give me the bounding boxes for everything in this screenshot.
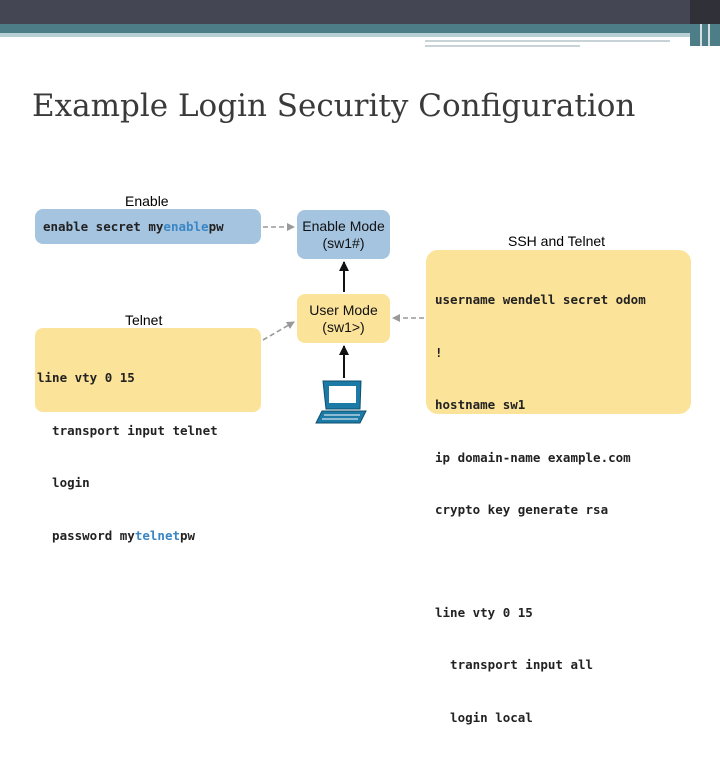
diagram-connectors xyxy=(262,223,424,424)
pw-prefix: password my xyxy=(37,527,135,543)
header-accent-corner xyxy=(690,24,720,46)
header-deco-vline xyxy=(708,24,710,46)
code-line xyxy=(435,554,646,569)
enable-mode-title: Enable Mode xyxy=(302,217,385,234)
code-line: transport input all xyxy=(435,657,594,672)
enable-mode-prompt: (sw1#) xyxy=(322,234,365,251)
header-deco-line xyxy=(425,45,580,47)
code-line: username wendell secret odom xyxy=(435,292,646,307)
enable-cmd-suffix: pw xyxy=(208,219,224,234)
code-line: password mytelnetpw xyxy=(37,527,218,545)
enable-cmd-highlight: enable xyxy=(163,219,209,234)
code-line: hostname sw1 xyxy=(435,397,526,412)
header-bar-corner xyxy=(690,0,720,24)
header-deco-vline xyxy=(700,24,702,46)
code-line: login xyxy=(37,475,90,490)
user-mode-title: User Mode xyxy=(309,301,378,318)
code-line: crypto key generate rsa xyxy=(435,502,609,517)
header-deco-line xyxy=(425,40,670,42)
code-line: login local xyxy=(435,709,533,725)
pc-computer-icon xyxy=(315,380,367,424)
slide-title: Example Login Security Configuration xyxy=(32,88,636,124)
header-light-bar xyxy=(0,33,690,37)
telnet-config-code: line vty 0 15 transport input telnet log… xyxy=(37,334,218,579)
user-mode-box: User Mode (sw1>) xyxy=(297,294,390,343)
header-accent-bar xyxy=(0,24,720,33)
enable-config-box: enable secret myenablepw xyxy=(35,209,261,244)
code-line: ip domain-name example.com xyxy=(435,449,631,465)
enable-secret-command: enable secret myenablepw xyxy=(43,218,224,236)
pw-highlight: telnet xyxy=(134,527,180,543)
telnet-config-box: line vty 0 15 transport input telnet log… xyxy=(35,328,261,543)
code-line: line vty 0 15 xyxy=(37,370,135,385)
telnet-label: Telnet xyxy=(125,312,163,328)
user-mode-prompt: (sw1>) xyxy=(322,318,365,335)
enable-label: Enable xyxy=(125,193,169,209)
code-line: ! xyxy=(435,344,443,360)
enable-mode-box: Enable Mode (sw1#) xyxy=(297,210,390,259)
code-line: line vty 0 15 xyxy=(435,604,533,620)
telnet-to-user-mode-arrow xyxy=(262,321,295,341)
header-bar xyxy=(0,0,720,24)
code-line: transport input telnet xyxy=(37,422,218,438)
enable-cmd-prefix: enable secret my xyxy=(43,219,164,234)
pw-suffix: pw xyxy=(180,527,196,543)
ssh-telnet-label: SSH and Telnet xyxy=(508,233,606,249)
